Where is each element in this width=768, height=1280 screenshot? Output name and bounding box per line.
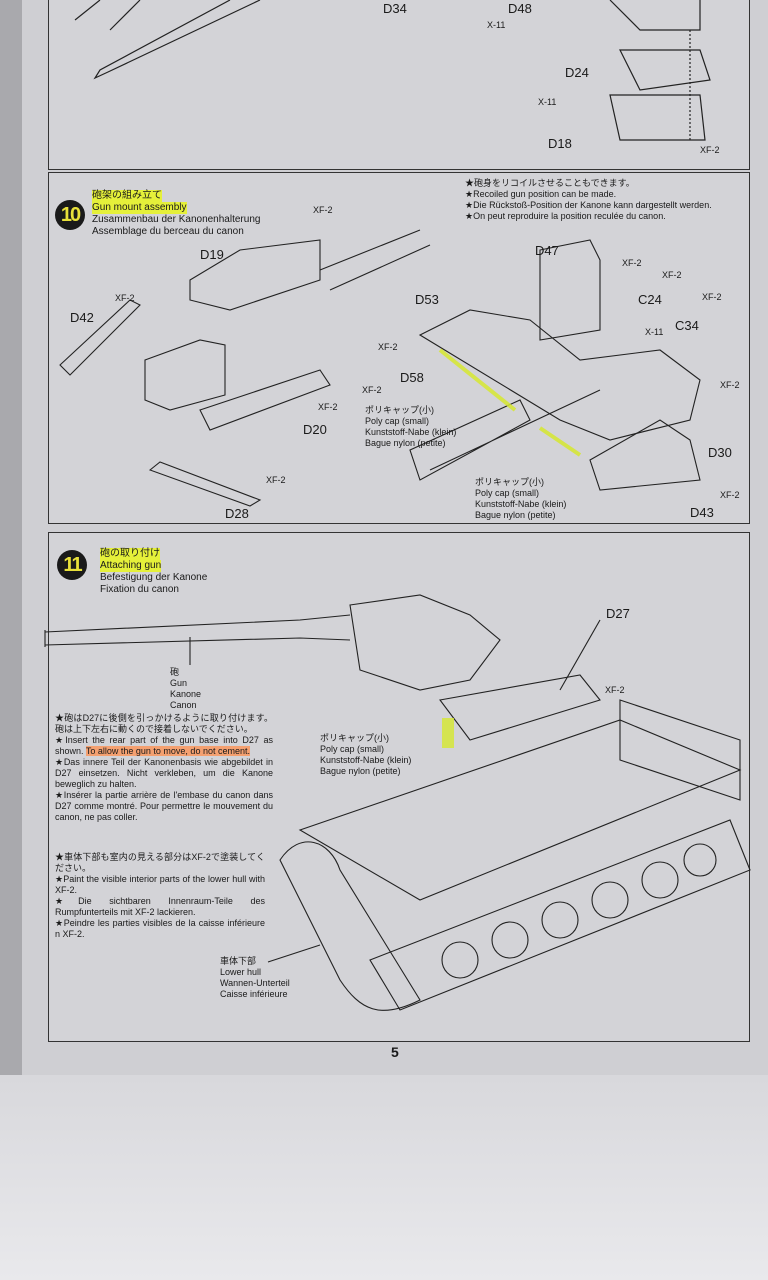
step-number-badge: 11 — [57, 550, 87, 580]
title-de: Befestigung der Kanone — [100, 572, 208, 583]
title-en: Gun mount assembly — [92, 202, 187, 214]
gun-label-jp: 砲 — [170, 667, 180, 677]
note-en: ★Recoiled gun position can be made. — [465, 189, 617, 199]
note-fr: ★Peindre les parties visibles de la cais… — [55, 918, 265, 939]
polycap-en: Poly cap (small) — [320, 744, 385, 754]
paint-label: XF-2 — [720, 490, 740, 500]
note-de: ★Die Rückstoß-Position der Kanone kann d… — [465, 200, 712, 210]
paint-label: XF-2 — [702, 292, 722, 302]
polycap-fr: Bague nylon (petite) — [365, 438, 446, 448]
part-label: D20 — [303, 422, 327, 437]
title-fr: Fixation du canon — [100, 584, 179, 595]
paint-label: XF-2 — [700, 145, 720, 155]
polycap-jp: ポリキャップ(小) — [320, 733, 389, 743]
polycap-de: Kunststoff-Nabe (klein) — [320, 755, 412, 765]
hull-paint-note: ★車体下部も室内の見える部分はXF-2で塗装してください。 ★Paint the… — [55, 852, 265, 940]
title-jp: 砲の取り付け — [100, 548, 160, 560]
note-de: ★Die sichtbaren Innenraum-Teile des Rump… — [55, 896, 265, 917]
paint-label: XF-2 — [313, 205, 333, 215]
gun-label-en: Gun — [170, 678, 188, 688]
title-jp: 砲架の組み立て — [92, 190, 162, 202]
gun-attach-note: ★砲はD27に後側を引っかけるように取り付けます。砲は上下左右に動くので接着しな… — [55, 713, 273, 823]
paint-label: XF-2 — [318, 402, 338, 412]
note-fr: ★On peut reproduire la position reculée … — [465, 211, 666, 221]
paint-label: X-11 — [645, 327, 664, 337]
polycap-label: ポリキャップ(小) Poly cap (small) Kunststoff-Na… — [320, 733, 411, 777]
step-title: 砲の取り付け Attaching gun Befestigung der Kan… — [100, 548, 207, 596]
part-label: D24 — [565, 65, 589, 80]
part-label: D42 — [70, 310, 94, 325]
gun-label: 砲 Gun Kanone Canon — [170, 667, 201, 711]
gun-label-fr: Canon — [170, 700, 197, 710]
hull-label-en: Lower hull — [220, 967, 262, 977]
part-label: D28 — [225, 506, 249, 521]
paint-label: XF-2 — [622, 258, 642, 268]
paint-label: XF-2 — [266, 475, 286, 485]
step-9-panel — [48, 0, 750, 170]
part-label: D34 — [383, 1, 407, 16]
paint-label: X-11 — [538, 97, 557, 107]
recoil-note: ★砲身をリコイルさせることもできます。 ★Recoiled gun positi… — [465, 178, 750, 222]
polycap-en: Poly cap (small) — [475, 488, 540, 498]
note-de: ★Das innere Teil der Kanonenbasis wie ab… — [55, 757, 273, 789]
polycap-jp: ポリキャップ(小) — [365, 405, 434, 415]
note-en-warning: To allow the gun to move, do not cement. — [85, 746, 250, 756]
part-label: D53 — [415, 292, 439, 307]
part-label: D27 — [606, 606, 630, 621]
part-label: C34 — [675, 318, 699, 333]
polycap-en: Poly cap (small) — [365, 416, 430, 426]
paint-label: XF-2 — [662, 270, 682, 280]
note-jp: ★砲はD27に後側を引っかけるように取り付けます。砲は上下左右に動くので接着しな… — [55, 713, 273, 734]
note-en: ★Paint the visible interior parts of the… — [55, 874, 265, 895]
hull-label-de: Wannen-Unterteil — [220, 978, 290, 988]
paint-label: X-11 — [487, 20, 506, 30]
note-jp: ★砲身をリコイルさせることもできます。 — [465, 178, 635, 188]
paint-label: XF-2 — [378, 342, 398, 352]
title-en: Attaching gun — [100, 560, 162, 572]
background-surface — [0, 1075, 768, 1280]
part-label: D30 — [708, 445, 732, 460]
paint-label: XF-2 — [362, 385, 382, 395]
page-binding-edge — [0, 0, 22, 1075]
part-label: D48 — [508, 1, 532, 16]
title-de: Zusammenbau der Kanonenhalterung — [92, 214, 261, 225]
part-label: C24 — [638, 292, 662, 307]
paint-label: XF-2 — [115, 293, 135, 303]
polycap-de: Kunststoff-Nabe (klein) — [475, 499, 567, 509]
polycap-jp: ポリキャップ(小) — [475, 477, 544, 487]
paint-label: XF-2 — [605, 685, 625, 695]
polycap-fr: Bague nylon (petite) — [320, 766, 401, 776]
title-fr: Assemblage du berceau du canon — [92, 226, 244, 237]
note-jp: ★車体下部も室内の見える部分はXF-2で塗装してください。 — [55, 852, 265, 873]
polycap-label: ポリキャップ(小) Poly cap (small) Kunststoff-Na… — [365, 405, 456, 449]
hull-label-fr: Caisse inférieure — [220, 989, 288, 999]
part-label: D19 — [200, 247, 224, 262]
step-number-badge: 10 — [55, 200, 85, 230]
polycap-de: Kunststoff-Nabe (klein) — [365, 427, 457, 437]
gun-label-de: Kanone — [170, 689, 202, 699]
polycap-fr: Bague nylon (petite) — [475, 510, 556, 520]
part-label: D18 — [548, 136, 572, 151]
note-en-a: ★Insert the rear part of the gun base in… — [55, 735, 273, 756]
paint-label: XF-2 — [720, 380, 740, 390]
hull-label-jp: 車体下部 — [220, 956, 257, 966]
note-en: ★Insert the rear part of the gun base in… — [55, 735, 273, 757]
note-fr: ★Insérer la partie arrière de l'embase d… — [55, 790, 273, 822]
hull-label: 車体下部 Lower hull Wannen-Unterteil Caisse … — [220, 956, 290, 1000]
step-title: 砲架の組み立て Gun mount assembly Zusammenbau d… — [92, 190, 260, 238]
page-number: 5 — [391, 1044, 399, 1060]
part-label: D43 — [690, 505, 714, 520]
part-label: D47 — [535, 243, 559, 258]
part-label: D58 — [400, 370, 424, 385]
polycap-label: ポリキャップ(小) Poly cap (small) Kunststoff-Na… — [475, 477, 566, 521]
